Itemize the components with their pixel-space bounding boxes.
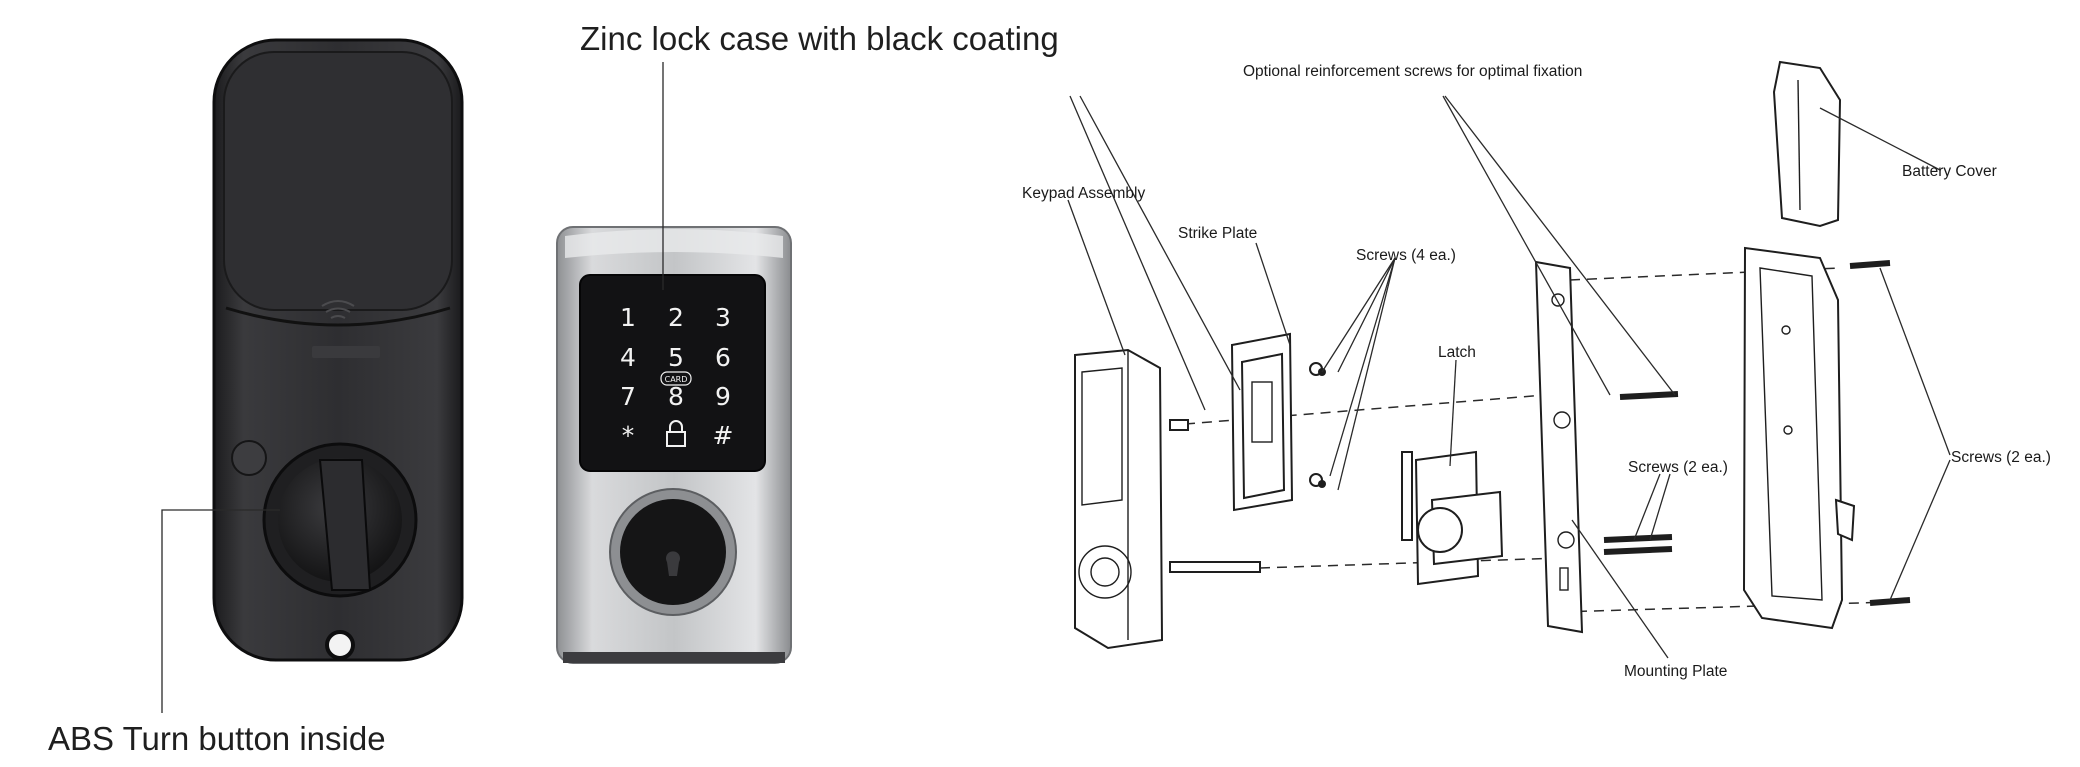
keypad-key: 1 xyxy=(620,303,636,332)
abs-turn-callout: ABS Turn button inside xyxy=(48,509,386,757)
cover-seam xyxy=(225,306,451,327)
card-badge-text: CARD xyxy=(665,375,688,384)
keyway-icon xyxy=(666,551,680,576)
keypad-key: 8 xyxy=(668,382,684,411)
mounting-plate-label: Mounting Plate xyxy=(1624,663,1727,680)
card-badge xyxy=(660,371,692,386)
latch-part xyxy=(1401,450,1504,586)
strike-plate-label: Strike Plate xyxy=(1178,225,1257,242)
brand-emboss xyxy=(312,346,380,358)
screws-2-right-label: Screws (2 ea.) xyxy=(1951,449,2051,466)
abs-leader-line xyxy=(161,509,280,713)
keypad-key: * xyxy=(622,421,635,450)
battery-cover-label: Battery Cover xyxy=(1902,163,1997,180)
screws-2-middle-label: Screws (2 ea.) xyxy=(1628,459,1728,476)
keypad-key: 5 xyxy=(668,343,684,372)
latch-label: Latch xyxy=(1438,344,1476,361)
leader-lines xyxy=(1067,95,1951,659)
exterior-keypad-unit: 1 2 3 4 5 6 7 8 9 * # CARD xyxy=(556,226,792,664)
zinc-case-callout: Zinc lock case with black coating xyxy=(580,20,1059,290)
reset-button xyxy=(231,440,267,476)
keypad-key: 9 xyxy=(715,382,731,411)
keypad-key: 4 xyxy=(620,343,636,372)
keypad-key: 7 xyxy=(620,382,636,411)
screws-4-label: Screws (4 ea.) xyxy=(1356,247,1456,264)
mounting-plate-part xyxy=(1534,260,1584,634)
zinc-case-label: Zinc lock case with black coating xyxy=(580,20,1059,57)
keypad-key: 3 xyxy=(715,303,731,332)
keypad-key: 6 xyxy=(715,343,731,372)
keypad-key: 2 xyxy=(668,303,684,332)
axis-line-top xyxy=(1184,392,1571,425)
strike-plate-part xyxy=(1230,332,1323,512)
keypad-assembly-label: Keypad Assembly xyxy=(1022,185,1145,202)
exploded-diagram: Optional reinforcement screws for optima… xyxy=(1022,60,2051,680)
wifi-icon xyxy=(321,300,355,319)
trim-top-bevel xyxy=(565,229,783,258)
screws-group xyxy=(1318,260,1911,606)
keypad-glass xyxy=(579,274,766,472)
battery-cover-part xyxy=(1772,60,1842,228)
battery-cover-panel xyxy=(223,51,453,311)
screw-hole xyxy=(325,630,355,660)
interior-housing-part xyxy=(1742,246,1856,630)
trim-bottom-edge xyxy=(563,652,785,663)
lock-key-icon xyxy=(666,420,686,447)
keypad-assembly-part xyxy=(1074,348,1261,650)
abs-turn-label: ABS Turn button inside xyxy=(48,720,386,757)
interior-lock-unit xyxy=(212,38,464,662)
keypad-key: # xyxy=(713,421,734,450)
axis-line-bottom xyxy=(1259,557,1561,569)
optional-screws-label: Optional reinforcement screws for optima… xyxy=(1243,63,1582,80)
keypad-keys: 1 2 3 4 5 6 7 8 9 * # CARD xyxy=(620,303,733,450)
thumb-turn-lever xyxy=(318,459,372,591)
